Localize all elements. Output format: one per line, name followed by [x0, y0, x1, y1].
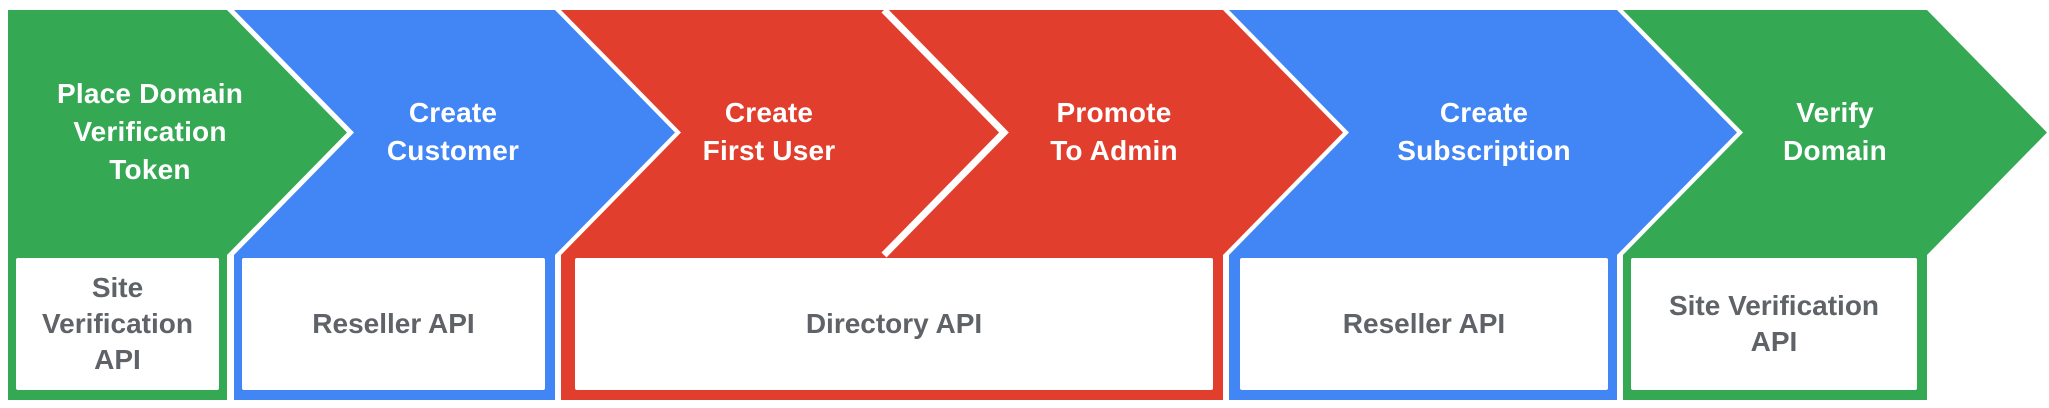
api-box-line: Reseller API — [312, 308, 475, 339]
api-box-line: Site Verification — [1668, 290, 1880, 321]
step-title-line: Create — [408, 97, 498, 128]
api-box-reseller-api-right: Reseller API — [1240, 258, 1608, 390]
step-title-line: Promote — [1056, 97, 1172, 128]
step-title-line: Subscription — [1397, 135, 1571, 166]
step-title-verify-domain: Verify Domain — [1783, 94, 1887, 170]
step-title-line: Create — [724, 97, 814, 128]
api-box-site-verification-api-right: Site Verification API — [1631, 258, 1917, 390]
chevron-divider-line — [881, 7, 1009, 258]
api-box-line: Reseller API — [1342, 308, 1506, 339]
step-title-line: Create — [1439, 97, 1529, 128]
api-box-line: Verification — [42, 308, 193, 339]
step-title-line: Customer — [386, 135, 520, 166]
step-title-create-first-user: Create First User — [703, 94, 836, 170]
api-box-site-verification-api-left: Site Verification API — [16, 258, 219, 390]
step-title-line: To Admin — [1050, 135, 1178, 166]
step-title-line: Verification — [73, 116, 227, 147]
step-title-create-subscription: Create Subscription — [1397, 94, 1571, 170]
step-title-promote-to-admin: Promote To Admin — [1050, 94, 1178, 170]
api-box-line: Site — [91, 272, 144, 303]
api-box-line: API — [94, 344, 141, 375]
step-title-line: Verify — [1796, 97, 1874, 128]
step-title-line: Domain — [1783, 135, 1887, 166]
api-box-line: Directory API — [805, 308, 983, 339]
api-box-line: API — [1750, 326, 1798, 357]
step-title-line: First User — [702, 135, 836, 166]
api-box-directory-api: Directory API — [575, 258, 1213, 390]
step-title-place-domain-verification-token: Place Domain Verification Token — [57, 75, 243, 189]
api-box-reseller-api-left: Reseller API — [242, 258, 545, 390]
step-title-line: Token — [109, 154, 191, 185]
step-title-line: Place Domain — [56, 78, 244, 109]
step-title-create-customer: Create Customer — [387, 94, 519, 170]
